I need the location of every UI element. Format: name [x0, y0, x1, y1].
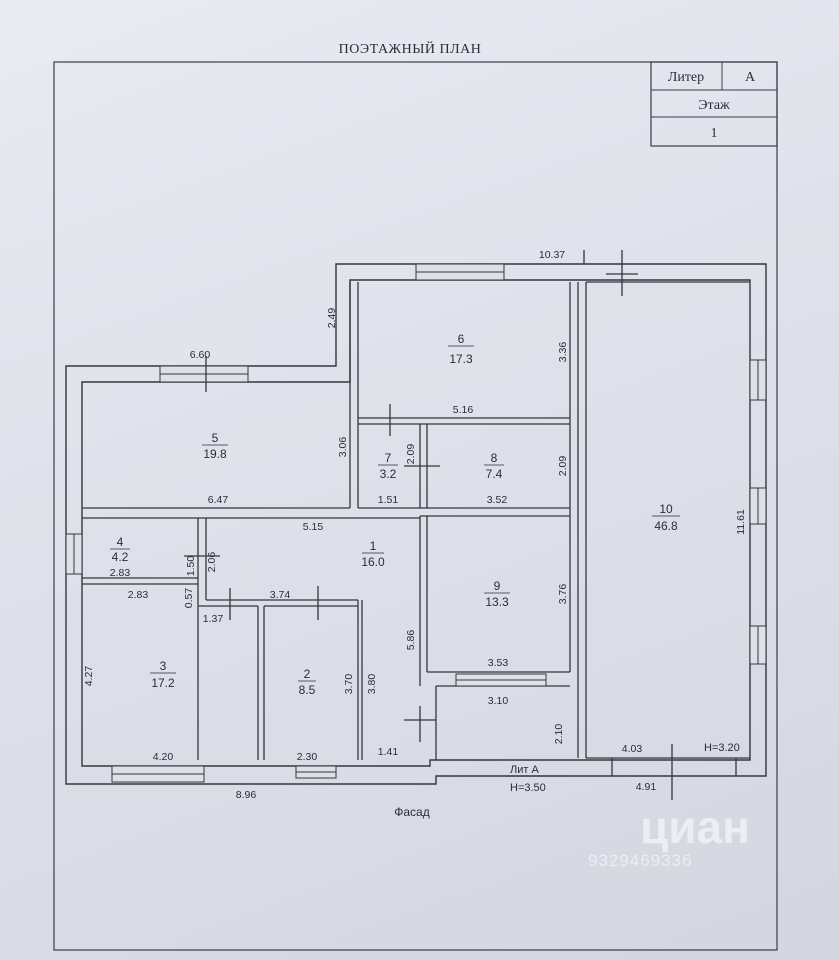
watermark-id: 9329469336 — [588, 851, 693, 870]
room-7-label: 73.2 — [378, 451, 398, 481]
windows — [65, 263, 767, 783]
door-marks — [184, 250, 737, 800]
dim-porch-width: 3.10 — [488, 695, 509, 707]
dim-gap-width: 1.37 — [203, 613, 224, 625]
window-room10-b — [749, 487, 767, 525]
window-room10-a — [749, 359, 767, 401]
svg-text:46.8: 46.8 — [654, 519, 678, 533]
dim-room6-width: 5.16 — [453, 404, 474, 416]
svg-text:3.2: 3.2 — [380, 467, 397, 481]
stamp-floor-value: 1 — [711, 126, 718, 141]
dim-room2-height-b: 3.80 — [366, 674, 378, 695]
svg-text:16.0: 16.0 — [361, 555, 385, 569]
plan-title: ПОЭТАЖНЫЙ ПЛАН — [339, 40, 482, 57]
dimension-labels: 10.37 6.60 5.16 6.47 1.51 3.52 5.15 2.83… — [83, 249, 747, 801]
interior-walls — [82, 281, 750, 760]
dim-room1-height: 5.86 — [405, 630, 417, 651]
room-labels: 116.0 28.5 317.2 44.2 519.8 617.3 73.2 8… — [110, 332, 680, 697]
sheet-frame — [53, 61, 778, 951]
dim-room10-height: 11.61 — [735, 509, 747, 535]
facade-label: Фасад — [394, 805, 429, 819]
room-2-label: 28.5 — [298, 667, 316, 697]
room-1-label: 116.0 — [361, 539, 385, 569]
dim-room8-height: 2.09 — [557, 456, 569, 477]
dim-bottom-total: 8.96 — [236, 789, 257, 801]
dim-room2-width: 2.30 — [297, 751, 318, 763]
dim-room2-top-width: 3.74 — [270, 589, 291, 601]
dim-left-wing-top: 6.60 — [190, 349, 211, 361]
stamp-liter-label: Литер — [668, 70, 704, 85]
svg-text:7: 7 — [385, 451, 392, 465]
watermark: циан 9329469336 — [588, 801, 750, 870]
room-4-label: 44.2 — [110, 535, 130, 564]
svg-text:17.2: 17.2 — [151, 676, 175, 690]
svg-text:17.3: 17.3 — [449, 352, 473, 366]
dim-porch-height: 2.10 — [553, 724, 565, 745]
room-8-label: 87.4 — [484, 451, 504, 481]
dim-step-height: 2.49 — [326, 308, 338, 329]
dim-room10-width: 4.03 — [622, 743, 643, 755]
dim-top-total: 10.37 — [539, 249, 565, 261]
dim-room7-height: 2.09 — [405, 444, 417, 465]
dim-room3-top-width: 2.83 — [128, 589, 149, 601]
dim-room4-height-a: 1.50 — [185, 556, 197, 577]
dim-room6-height: 3.36 — [557, 342, 569, 363]
dim-room2-height-a: 3.70 — [343, 674, 355, 695]
dim-gap-height: 0.57 — [183, 588, 195, 609]
dim-room5-height: 3.06 — [337, 437, 349, 458]
watermark-brand: циан — [640, 801, 750, 853]
dim-room5-width: 6.47 — [208, 494, 229, 506]
room-9-label: 913.3 — [484, 579, 510, 609]
svg-text:13.3: 13.3 — [485, 595, 509, 609]
svg-text:4.2: 4.2 — [112, 550, 129, 564]
svg-text:8.5: 8.5 — [299, 683, 316, 697]
svg-text:8: 8 — [491, 451, 498, 465]
room-10-label: 10 46.8 — [652, 502, 680, 533]
window-room10-c — [749, 625, 767, 665]
svg-text:3: 3 — [160, 659, 167, 673]
svg-text:19.8: 19.8 — [203, 447, 227, 461]
svg-text:6: 6 — [458, 332, 465, 346]
window-top — [415, 263, 505, 281]
dim-porch-bottom: 1.41 — [378, 746, 399, 758]
dim-room4-width: 2.83 — [110, 567, 131, 579]
lit-label: Лит А — [510, 764, 539, 776]
dim-room8-width: 3.52 — [487, 494, 508, 506]
svg-text:7.4: 7.4 — [486, 467, 503, 481]
dim-room3-height: 4.27 — [83, 666, 95, 687]
window-room9 — [455, 673, 547, 687]
stamp-liter-value: А — [745, 70, 756, 85]
lit-height-b: Н=3.20 — [704, 742, 740, 754]
title-stamp: Литер А Этаж 1 — [650, 61, 778, 147]
room-6-label: 617.3 — [448, 332, 474, 366]
room-5-label: 519.8 — [202, 431, 228, 461]
dim-right-bottom-total: 4.91 — [636, 781, 657, 793]
svg-text:9: 9 — [494, 579, 501, 593]
svg-text:5: 5 — [212, 431, 219, 445]
window-room4 — [65, 533, 83, 575]
dim-room3-width: 4.20 — [153, 751, 174, 763]
lit-height-a: Н=3.50 — [510, 782, 546, 794]
room-3-label: 317.2 — [150, 659, 176, 690]
dim-room9-width: 3.53 — [488, 657, 509, 669]
dim-room9-height: 3.76 — [557, 584, 569, 605]
stamp-floor-label: Этаж — [698, 98, 730, 113]
svg-text:2: 2 — [304, 667, 311, 681]
dim-room7-width: 1.51 — [378, 494, 399, 506]
svg-text:1: 1 — [370, 539, 377, 553]
window-room2 — [295, 765, 337, 779]
window-room5 — [159, 365, 249, 383]
svg-text:10: 10 — [659, 502, 673, 516]
dim-room1-width: 5.15 — [303, 521, 324, 533]
window-room3 — [111, 765, 205, 783]
dim-room4-height-b: 2.06 — [206, 552, 218, 573]
lit-notes: Лит А Н=3.50 Н=3.20 — [506, 742, 740, 794]
svg-text:4: 4 — [117, 535, 124, 549]
